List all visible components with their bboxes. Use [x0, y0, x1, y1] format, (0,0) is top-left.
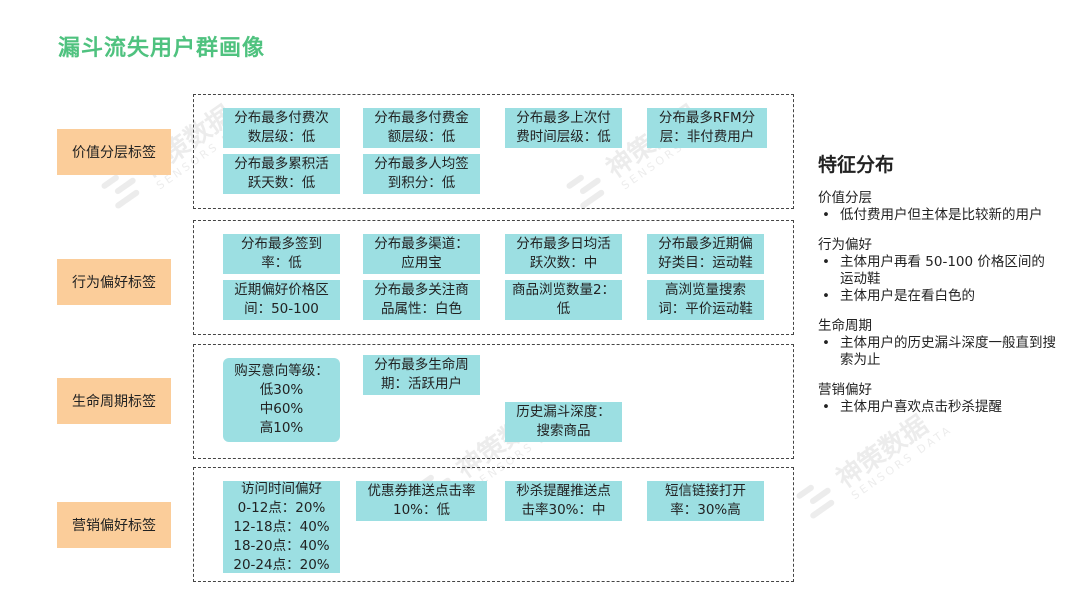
tag-chip-text: 分布最多上次付 费时间层级：低	[516, 110, 611, 145]
panel-lifecycle: 购买意向等级： 低30% 中60% 高10% 分布最多生命周 期：活跃用户 历史…	[193, 344, 794, 459]
row-label-behavior-preference: 行为偏好标签	[57, 259, 171, 305]
feature-section-title: 行为偏好	[818, 237, 872, 253]
tag-chip-text: 访问时间偏好 0-12点：20% 12-18点：40% 18-20点：40% 2…	[233, 480, 330, 573]
tag-chip-text: 分布最多RFM分 层：非付费用户	[658, 110, 756, 145]
tag-chip-text: 分布最多生命周 期：活跃用户	[374, 357, 469, 392]
tag-chip-text: 高浏览量搜索 词：平价运动鞋	[658, 282, 753, 317]
tag-chip: 分布最多关注商 品属性：白色	[363, 280, 480, 320]
tag-chip: 分布最多近期偏 好类目：运动鞋	[647, 234, 764, 274]
feature-bullet: 主体用户喜欢点击秒杀提醒	[818, 399, 1058, 416]
tag-chip-text: 分布最多渠道： 应用宝	[374, 236, 469, 271]
tag-chip-text: 分布最多累积活 跃天数：低	[234, 156, 329, 191]
tag-chip-text: 历史漏斗深度： 搜索商品	[516, 404, 611, 439]
tag-chip: 近期偏好价格区 间：50-100	[223, 280, 340, 320]
feature-bullet: 主体用户再看 50-100 价格区间的运动鞋	[818, 254, 1058, 288]
tag-chip: 分布最多付费金 额层级：低	[363, 108, 480, 148]
tag-chip-text: 优惠券推送点击率 10%：低	[367, 483, 476, 518]
tag-chip: 分布最多RFM分 层：非付费用户	[647, 108, 767, 148]
tag-chip: 优惠券推送点击率 10%：低	[356, 481, 487, 521]
feature-summary-title: 特征分布	[818, 154, 895, 176]
panel-value-tier: 分布最多付费次 数层级：低 分布最多付费金 额层级：低 分布最多上次付 费时间层…	[193, 94, 794, 209]
tag-chip-text: 秒杀提醒推送点 击率30%：中	[516, 483, 611, 518]
tag-chip: 分布最多生命周 期：活跃用户	[363, 355, 480, 395]
tag-chip: 分布最多人均签 到积分：低	[363, 154, 480, 194]
feature-section: 行为偏好 主体用户再看 50-100 价格区间的运动鞋 主体用户是在看白色的	[818, 236, 1058, 305]
tag-chip-text: 分布最多人均签 到积分：低	[374, 156, 469, 191]
feature-bullet: 主体用户的历史漏斗深度一般直到搜索为止	[818, 335, 1058, 369]
tag-chip: 访问时间偏好 0-12点：20% 12-18点：40% 18-20点：40% 2…	[223, 481, 340, 573]
watermark-logo-icon	[795, 476, 846, 528]
tag-chip: 分布最多付费次 数层级：低	[223, 108, 340, 148]
tag-chip: 分布最多渠道： 应用宝	[363, 234, 480, 274]
tag-chip-text: 商品浏览数量2： 低	[511, 282, 616, 317]
feature-section-title: 生命周期	[818, 318, 872, 334]
tag-chip-text: 分布最多日均活 跃次数：中	[516, 236, 611, 271]
tag-chip-text: 分布最多关注商 品属性：白色	[374, 282, 469, 317]
panel-marketing-preference: 访问时间偏好 0-12点：20% 12-18点：40% 18-20点：40% 2…	[193, 467, 794, 582]
feature-section: 生命周期 主体用户的历史漏斗深度一般直到搜索为止	[818, 317, 1058, 369]
tag-chip: 分布最多日均活 跃次数：中	[505, 234, 622, 274]
feature-section-title: 营销偏好	[818, 382, 872, 398]
tag-chip-text: 分布最多付费金 额层级：低	[374, 110, 469, 145]
feature-section-title: 价值分层	[818, 190, 872, 206]
tag-chip-text: 近期偏好价格区 间：50-100	[234, 282, 329, 317]
tag-chip-text: 分布最多付费次 数层级：低	[234, 110, 329, 145]
tag-chip: 历史漏斗深度： 搜索商品	[505, 402, 622, 442]
tag-chip-text: 分布最多近期偏 好类目：运动鞋	[658, 236, 753, 271]
feature-section: 价值分层 低付费用户但主体是比较新的用户	[818, 189, 1058, 224]
row-label-value-tier: 价值分层标签	[57, 129, 171, 175]
tag-chip: 高浏览量搜索 词：平价运动鞋	[647, 280, 764, 320]
tag-chip: 分布最多累积活 跃天数：低	[223, 154, 340, 194]
tag-chip-text: 分布最多签到 率：低	[241, 236, 322, 271]
feature-bullet: 主体用户是在看白色的	[818, 288, 1058, 305]
feature-section: 营销偏好 主体用户喜欢点击秒杀提醒	[818, 381, 1058, 416]
tag-chip-text: 短信链接打开 率：30%高	[665, 483, 746, 518]
feature-bullet: 低付费用户但主体是比较新的用户	[818, 207, 1058, 224]
tag-chip: 分布最多上次付 费时间层级：低	[505, 108, 622, 148]
tag-chip: 秒杀提醒推送点 击率30%：中	[505, 481, 622, 521]
row-label-lifecycle: 生命周期标签	[57, 378, 171, 424]
tag-chip-text: 购买意向等级： 低30% 中60% 高10%	[234, 363, 329, 436]
row-label-marketing-preference: 营销偏好标签	[57, 502, 171, 548]
page-title: 漏斗流失用户群画像	[58, 36, 266, 61]
tag-chip: 分布最多签到 率：低	[223, 234, 340, 274]
tag-chip: 短信链接打开 率：30%高	[647, 481, 764, 521]
tag-chip: 购买意向等级： 低30% 中60% 高10%	[223, 358, 340, 442]
panel-behavior-preference: 分布最多签到 率：低 分布最多渠道： 应用宝 分布最多日均活 跃次数：中 分布最…	[193, 220, 794, 335]
feature-summary: 特征分布 价值分层 低付费用户但主体是比较新的用户 行为偏好 主体用户再看 50…	[818, 150, 1058, 428]
tag-chip: 商品浏览数量2： 低	[505, 280, 622, 320]
